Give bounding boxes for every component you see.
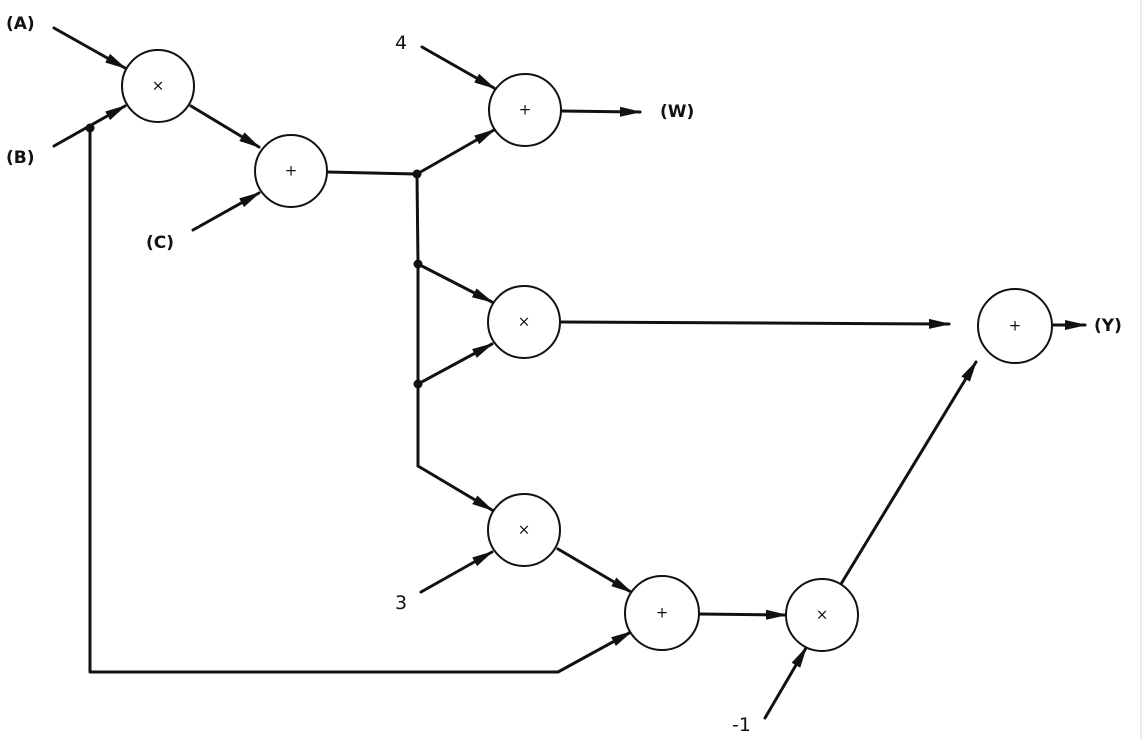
edge-junction-n4-a (416, 262, 494, 304)
const-neg1-label: -1 (732, 714, 751, 736)
edge-b-n7 (88, 126, 633, 674)
input-b-label: (B) (6, 148, 35, 168)
node-n7 (624, 575, 700, 651)
edge-c-n2 (191, 191, 261, 232)
node-n7-op: + (655, 603, 669, 622)
junction-dot (85, 123, 95, 133)
node-n4 (487, 285, 561, 359)
node-n4-op: × (517, 312, 531, 331)
node-n2 (254, 134, 328, 208)
edge-trunk-n6 (416, 464, 494, 512)
node-n3 (488, 73, 562, 147)
edge-n6-n7 (556, 547, 633, 594)
node-n5-op: + (1008, 316, 1022, 335)
node-n6 (487, 493, 561, 567)
edge-n3-w (559, 106, 642, 117)
input-c-label: (C) (146, 233, 175, 253)
edge-n7-n8 (697, 609, 788, 620)
edge-4-n3 (420, 45, 496, 90)
node-n1 (121, 49, 195, 123)
const-3-label: 3 (395, 592, 408, 614)
output-w-label: (W) (660, 102, 695, 122)
edge-3-n6 (419, 550, 494, 594)
edge-n8-n5 (839, 360, 978, 586)
node-n8-op: × (815, 605, 829, 624)
trunk-vertical (415, 172, 420, 468)
edge-n1-n2 (189, 104, 261, 149)
edge-n4-n5 (558, 318, 951, 329)
node-n6-op: × (517, 520, 531, 539)
edge-junction-n4-b (416, 342, 494, 386)
node-n3-op: + (518, 100, 532, 119)
junction-dot (412, 169, 422, 179)
junction-dot (413, 259, 423, 269)
const-4-label: 4 (395, 32, 408, 54)
node-n8 (785, 578, 859, 652)
node-n5 (977, 288, 1053, 364)
node-n2-op: + (284, 161, 298, 180)
edge-n2-junction (325, 170, 419, 176)
node-n1-op: × (151, 76, 165, 95)
input-a-label: (A) (6, 14, 35, 34)
output-y-label: (Y) (1094, 316, 1122, 336)
page-edge (1140, 0, 1142, 739)
edge-junction-n3 (415, 128, 496, 176)
edge-neg1-n8 (763, 646, 808, 720)
junction-dot (413, 379, 423, 389)
edge-a-n1 (52, 26, 127, 70)
